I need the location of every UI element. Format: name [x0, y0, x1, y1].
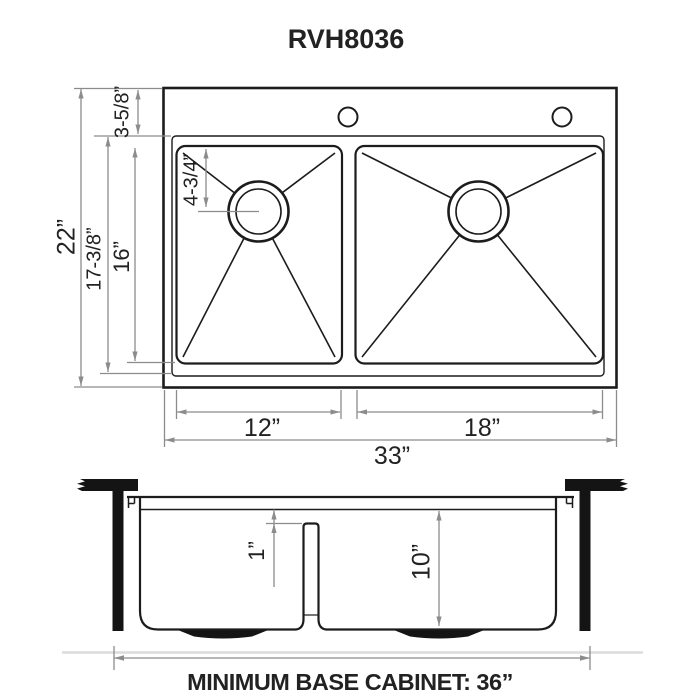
- bowl-section-profile: [138, 497, 558, 631]
- dim-label-3-5-8: 3-5/8”: [111, 86, 133, 138]
- dim-label-4-3-4: 4-3/4”: [180, 154, 202, 206]
- right-drain: [447, 180, 510, 243]
- dim-overall-width: 33”: [165, 437, 616, 470]
- dim-label-22: 22”: [53, 219, 81, 255]
- dim-inner-depth: 17-3/8”: [83, 137, 111, 372]
- dim-base-cabinet: MINIMUM BASE CABINET: 36”: [113, 646, 591, 695]
- dim-label-1: 1”: [244, 541, 269, 561]
- model-number-title: RVH8036: [288, 24, 405, 54]
- dim-overall-depth: 22”: [53, 89, 84, 386]
- dim-bowl-depth: 10”: [408, 511, 442, 626]
- dim-divider-reveal: 1”: [244, 509, 302, 587]
- countertop-left: [77, 479, 138, 491]
- drain-fitting-left: [179, 630, 267, 639]
- faucet-hole-right: [551, 106, 573, 128]
- dim-left-bowl-width: 12”: [177, 409, 340, 442]
- left-bowl-outline: [175, 144, 344, 365]
- dim-bowl-front-back: 16”: [109, 148, 138, 361]
- dim-drain-offset: 4-3/4”: [180, 149, 259, 213]
- right-bowl-outline: [354, 144, 605, 365]
- cabinet-side-right: [579, 490, 591, 631]
- countertop-right: [565, 479, 628, 491]
- base-cabinet-caption: MINIMUM BASE CABINET: 36”: [187, 669, 513, 695]
- front-view: 1” 10” MINIMUM BASE CABINET: 36”: [62, 479, 643, 695]
- dim-label-10: 10”: [408, 544, 436, 580]
- cabinet-side-left: [112, 490, 124, 631]
- dim-right-bowl-width: 18”: [357, 409, 602, 442]
- dim-label-33: 33”: [374, 442, 410, 470]
- mounting-clip-left: [127, 497, 136, 508]
- right-bowl-slope-lines: [361, 152, 597, 358]
- dim-label-12: 12”: [244, 414, 280, 442]
- dim-label-16: 16”: [109, 241, 134, 273]
- sink-outer-edge: [162, 86, 618, 389]
- top-view: 22” 3-5/8” 17-3/8” 16”: [53, 86, 618, 470]
- dim-rim-to-bowl: 3-5/8”: [111, 86, 141, 138]
- faucet-hole-left: [337, 106, 359, 128]
- extension-lines: [74, 87, 618, 447]
- mounting-clip-right: [565, 497, 574, 508]
- dim-label-18: 18”: [464, 414, 500, 442]
- sink-inner-rim: [171, 135, 605, 377]
- drain-fitting-right: [395, 630, 483, 639]
- left-bowl-slope-lines: [182, 152, 336, 358]
- dim-label-17-3-8: 17-3/8”: [83, 227, 105, 290]
